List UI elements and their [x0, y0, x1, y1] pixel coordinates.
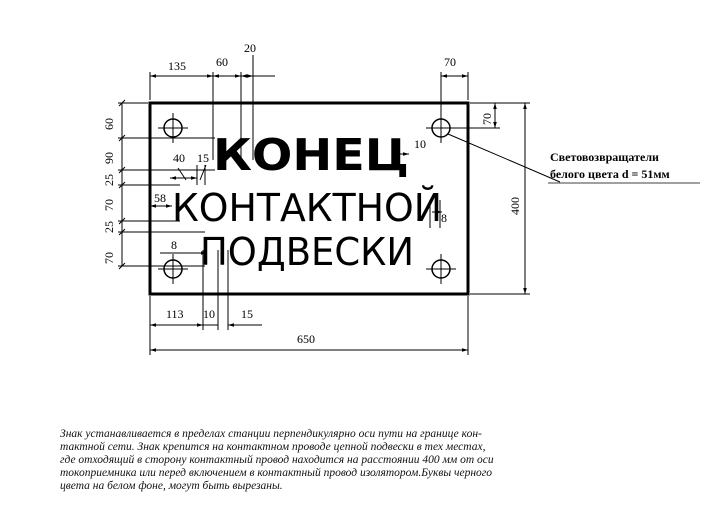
dim-label-60-left: 60: [102, 118, 116, 130]
callout-leader: [447, 133, 561, 183]
dim-label-20: 20: [244, 41, 256, 55]
dim-label-90-left: 90: [102, 152, 116, 164]
dim-label-15-bottom: 15: [241, 307, 253, 321]
dim-label-15-inner: 15: [197, 151, 209, 165]
dim-label-400: 400: [508, 197, 522, 215]
callout-line-2: белого цвета d = 51мм: [550, 167, 670, 181]
dim-left-lines: [118, 99, 215, 270]
dim-label-10-bottom: 10: [203, 307, 215, 321]
installation-note: Знак устанавливается в пределах станции …: [60, 428, 660, 493]
dim-label-70-left-b: 70: [102, 252, 116, 264]
dim-inner-lines: [150, 152, 442, 255]
dim-label-135: 135: [168, 59, 186, 73]
dim-label-60-top: 60: [216, 55, 228, 69]
note-line-4: токоприемника или перед включением в кон…: [60, 467, 493, 479]
note-line-3: где отходящий в сторону контактный прово…: [60, 454, 494, 466]
dim-label-70-top: 70: [444, 55, 456, 69]
dim-label-113: 113: [166, 307, 184, 321]
dim-label-58: 58: [154, 191, 166, 205]
reflector-bottom-left: [158, 254, 188, 284]
sign-line-3: ПОДВЕСКИ: [200, 230, 414, 274]
note-line-2: тактной сети. Знак крепится на контактно…: [60, 441, 486, 453]
sign-line-1: КОНЕЦ: [213, 130, 409, 181]
dim-label-10-inner: 10: [414, 137, 426, 151]
reflector-bottom-right: [426, 254, 456, 284]
sign-line-2: КОНТАКТНОЙ: [172, 186, 442, 230]
dim-label-25-left-b: 25: [102, 221, 116, 233]
dim-label-70-right: 70: [480, 113, 494, 125]
callout-line-1: Световозвращатели: [550, 150, 659, 164]
dim-label-40: 40: [173, 151, 185, 165]
dim-label-8-right: 8: [441, 211, 447, 225]
dim-top-lines: [149, 55, 469, 160]
note-line-1: Знак устанавливается в пределах станции …: [60, 428, 482, 440]
note-line-5: цвета на белом фоне, могут быть вырезаны…: [60, 480, 283, 492]
dim-label-650: 650: [297, 332, 315, 346]
dim-bottom-lines: [149, 250, 469, 355]
dim-label-25-left-a: 25: [102, 174, 116, 186]
dim-label-8-left: 8: [171, 238, 177, 252]
reflector-top-left: [158, 113, 188, 143]
dim-label-70-left-a: 70: [102, 199, 116, 211]
dim-right-lines: [450, 102, 530, 295]
